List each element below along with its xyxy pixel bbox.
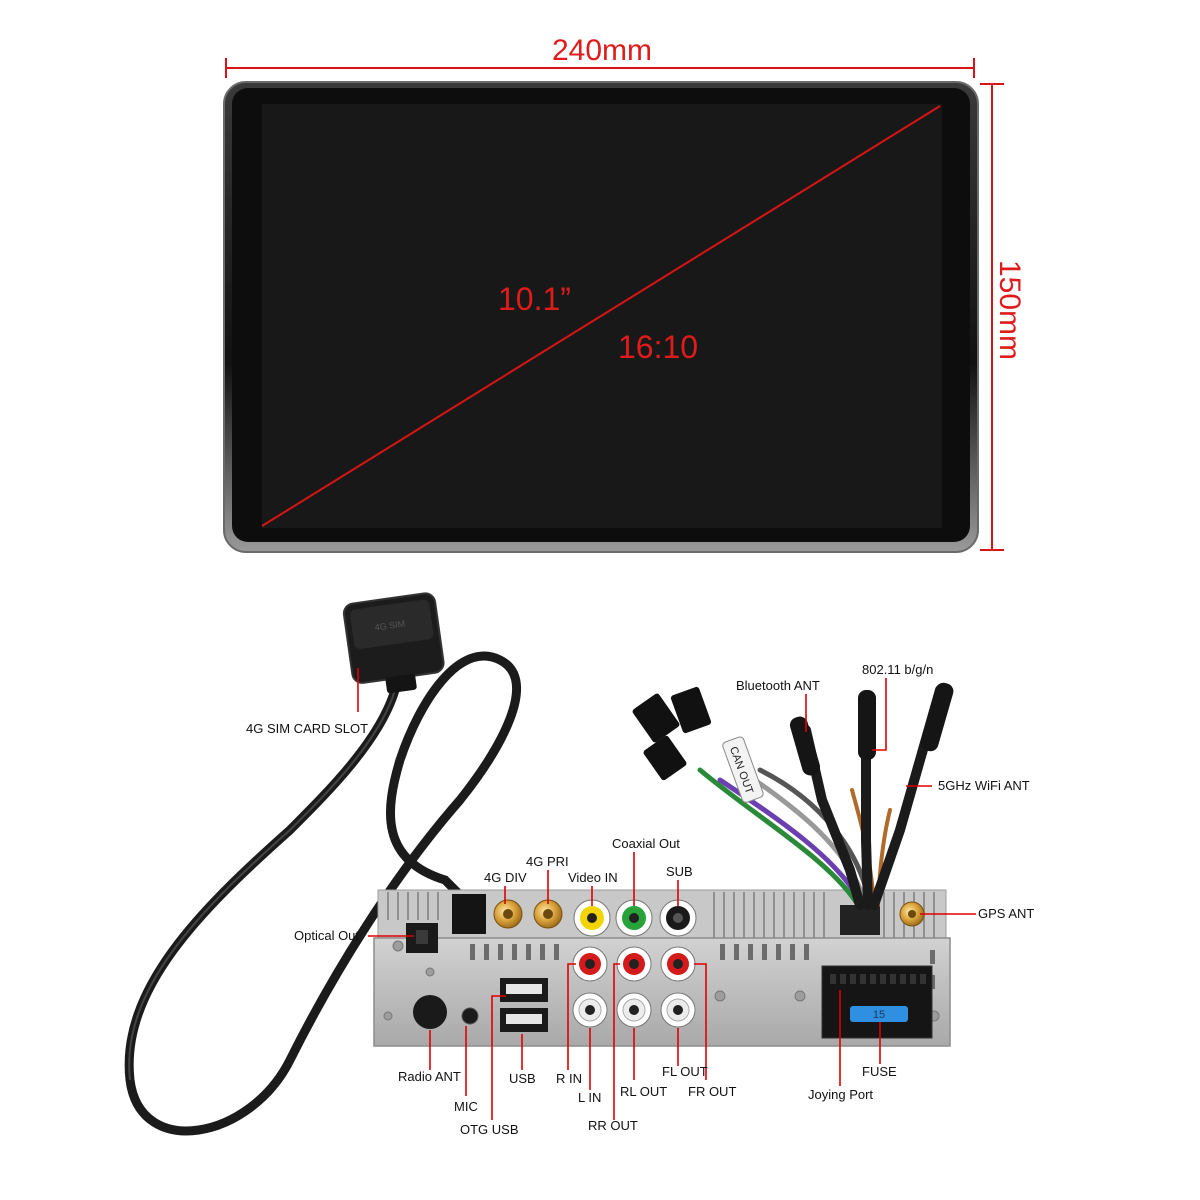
- sma-gps: [899, 901, 925, 927]
- sim-module: 4G SIM: [342, 592, 445, 694]
- rca-fr-out: [660, 946, 696, 982]
- label-rr-out: RR OUT: [588, 1118, 638, 1133]
- wire-bundle: [697, 685, 945, 910]
- vent-slots: [470, 944, 935, 989]
- sim-connector-plug: [452, 894, 486, 934]
- antenna-tips: [789, 682, 954, 776]
- sma-4g-div: [493, 899, 523, 929]
- rca-video-in: [573, 899, 611, 937]
- sim-cable-highlight: [128, 689, 396, 1081]
- rca-coaxial-out: [615, 899, 653, 937]
- label-usb: USB: [509, 1071, 536, 1086]
- label-5ghz-wifi-ant: 5GHz WiFi ANT: [938, 778, 1030, 793]
- width-dimension: [225, 58, 975, 78]
- label-r-in: R IN: [556, 1071, 582, 1086]
- label-coaxial-out: Coaxial Out: [612, 836, 680, 851]
- mic-jack: [461, 1007, 479, 1025]
- label-otg-usb: OTG USB: [460, 1122, 519, 1137]
- label-gps-ant: GPS ANT: [978, 906, 1034, 921]
- fuse-body: [850, 1006, 908, 1022]
- sma-4g-pri: [533, 899, 563, 929]
- callout-lines: [357, 668, 976, 1120]
- harness-pins: [830, 974, 926, 984]
- label-l-in: L IN: [578, 1090, 601, 1105]
- label-joying-port: Joying Port: [808, 1087, 873, 1102]
- label-4g-pri: 4G PRI: [526, 854, 569, 869]
- rca-l-in: [572, 992, 608, 1028]
- head-unit: 15: [373, 889, 951, 1047]
- rca-fl-out: [660, 992, 696, 1028]
- diagonal-label: 10.1”: [498, 281, 571, 317]
- label-sub: SUB: [666, 864, 693, 879]
- label-4g-div: 4G DIV: [484, 870, 527, 885]
- screen-group: 10.1” 16:10 240mm 150mm: [223, 34, 1026, 553]
- sim-cable-group: 4G SIM: [124, 592, 522, 1136]
- label-optical-out: Optical Out: [294, 928, 359, 943]
- sim-module-text: 4G SIM: [374, 618, 406, 632]
- radio-ant-port: [413, 995, 447, 1029]
- label-rl-out: RL OUT: [620, 1084, 667, 1099]
- callout-labels: 4G SIM CARD SLOT Optical Out 4G DIV 4G P…: [246, 662, 1034, 1137]
- label-80211: 802.11 b/g/n: [862, 662, 933, 677]
- heatsink-fins: [387, 892, 935, 938]
- small-connectors: [632, 686, 712, 781]
- diagonal-line: [261, 105, 941, 527]
- rca-r-in: [572, 946, 608, 982]
- label-mic: MIC: [454, 1099, 478, 1114]
- label-video-in: Video IN: [568, 870, 618, 885]
- label-sim-card-slot: 4G SIM CARD SLOT: [246, 721, 368, 736]
- rca-rl-out: [616, 992, 652, 1028]
- height-dimension: [980, 83, 1004, 551]
- height-label: 150mm: [993, 260, 1026, 360]
- rca-sub: [659, 899, 697, 937]
- label-fuse: FUSE: [862, 1064, 897, 1079]
- label-fr-out: FR OUT: [688, 1084, 736, 1099]
- label-fl-out: FL OUT: [662, 1064, 708, 1079]
- fuse-value: 15: [873, 1009, 885, 1021]
- rca-rr-out: [616, 946, 652, 982]
- aspect-label: 16:10: [618, 329, 698, 365]
- usb-ports: [500, 978, 548, 1032]
- label-bluetooth-ant: Bluetooth ANT: [736, 678, 820, 693]
- width-label: 240mm: [552, 34, 652, 67]
- label-radio-ant: Radio ANT: [398, 1069, 461, 1084]
